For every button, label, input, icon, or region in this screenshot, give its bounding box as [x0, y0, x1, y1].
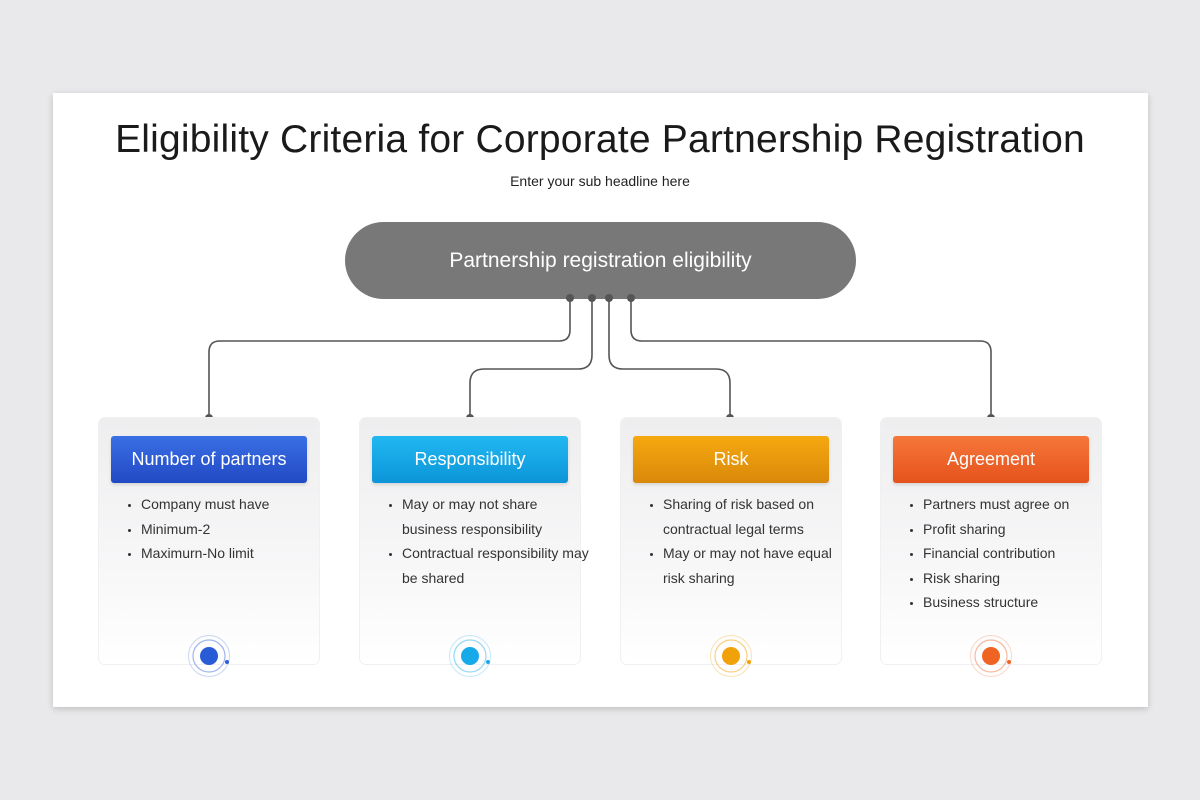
list-item: Partners must agree on	[923, 492, 1113, 517]
card-bullet-list: Company must have Minimum-2 Maximurn-No …	[121, 492, 331, 566]
target-ring-icon	[710, 635, 752, 677]
page-subtitle: Enter your sub headline here	[510, 173, 690, 189]
list-item: Company must have	[141, 492, 331, 517]
card-header: Risk	[633, 436, 829, 483]
list-item: Business structure	[923, 590, 1113, 615]
card-responsibility: Responsibility May or may not share busi…	[360, 418, 589, 677]
card-bullet-list: Sharing of risk based on contractual leg…	[643, 492, 853, 590]
list-item: May or may not share business responsibi…	[402, 492, 592, 541]
list-item: Profit sharing	[923, 517, 1113, 542]
card-header-label: Risk	[713, 449, 749, 469]
target-ring-icon	[970, 635, 1012, 677]
list-item: Financial contribution	[923, 541, 1113, 566]
list-item: Minimum-2	[141, 517, 331, 542]
card-header: Agreement	[893, 436, 1089, 483]
target-ring-icon	[188, 635, 230, 677]
card-risk: Risk Sharing of risk based on contractua…	[621, 418, 841, 677]
card-number-of-partners: Number of partners Company must have Min…	[99, 418, 319, 677]
card-header-label: Number of partners	[131, 449, 287, 469]
card-header-label: Responsibility	[414, 449, 526, 469]
center-node-label: Partnership registration eligibility	[449, 248, 752, 272]
card-bullet-list: May or may not share business responsibi…	[382, 492, 592, 590]
list-item: Contractual responsibility may be shared	[402, 541, 592, 590]
page-title: Eligibility Criteria for Corporate Partn…	[115, 118, 1085, 161]
card-header: Number of partners	[111, 436, 307, 483]
card-agreement: Agreement Partners must agree on Profit …	[881, 418, 1101, 677]
card-header: Responsibility	[372, 436, 568, 483]
list-item: Maximurn-No limit	[141, 541, 331, 566]
list-item: May or may not have equal risk sharing	[663, 541, 853, 590]
center-node: Partnership registration eligibility	[345, 222, 856, 299]
list-item: Sharing of risk based on contractual leg…	[663, 492, 853, 541]
list-item: Risk sharing	[923, 566, 1113, 591]
card-header-label: Agreement	[946, 449, 1036, 469]
card-bullet-list: Partners must agree on Profit sharing Fi…	[903, 492, 1113, 615]
target-ring-icon	[449, 635, 491, 677]
